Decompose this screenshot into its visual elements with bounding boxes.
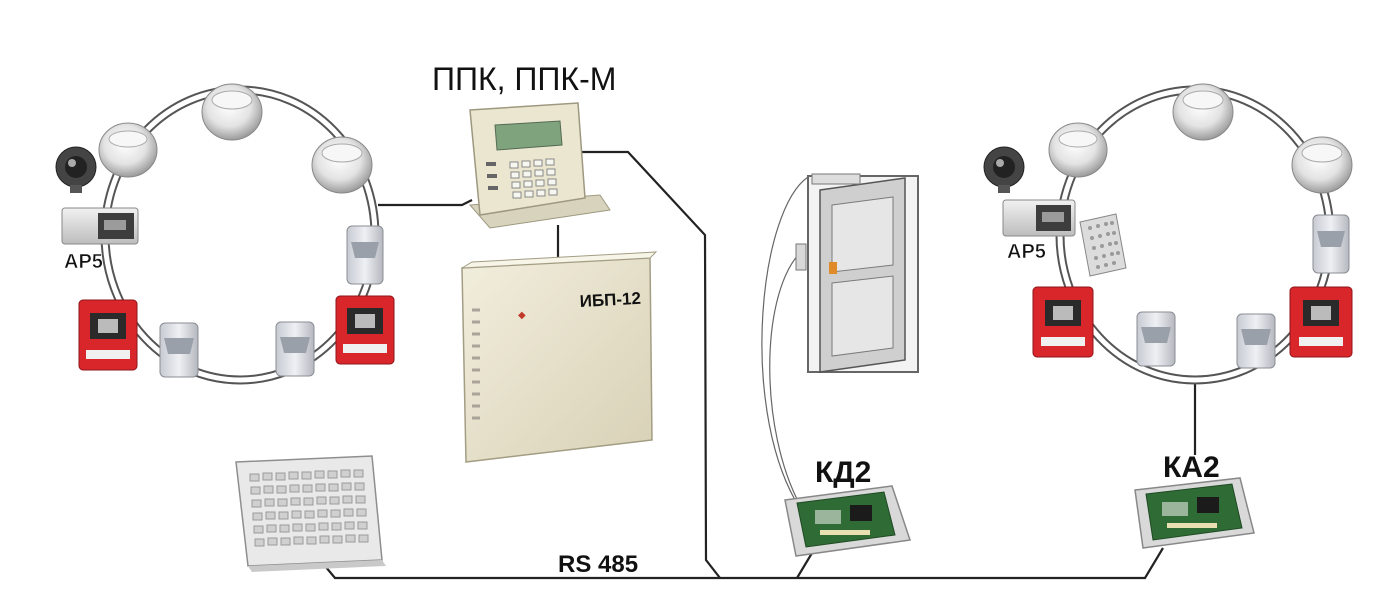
psu-label: ИБП-12 [579, 289, 641, 311]
manual-call-point-icon [335, 295, 395, 365]
power-supply-unit: ◆ ИБП-12 [461, 251, 658, 463]
manual-call-point-icon [1289, 286, 1353, 358]
kd2-label: КД2 [815, 456, 871, 489]
smoke-detector-icon [1172, 83, 1234, 141]
expander-box [61, 207, 139, 245]
motion-sensor-icon [1312, 214, 1350, 274]
expander-left-label: АР5 [64, 251, 103, 273]
control-panel: ППК, ППК-М [432, 61, 616, 229]
smoke-detector-icon [201, 83, 263, 141]
door-contact-wire [769, 254, 801, 506]
expander-box [1002, 199, 1076, 237]
motion-sensor-icon [1236, 313, 1276, 369]
vent-slots [472, 308, 480, 420]
door-reader-wire [761, 176, 809, 501]
indicator-board [235, 455, 386, 572]
manual-call-point-icon [78, 299, 138, 371]
ka2-label: КА2 [1163, 451, 1220, 484]
smoke-detector-icon [98, 122, 158, 178]
expander-right-label: АР5 [1007, 241, 1046, 263]
left-detector-loop: АР5 [55, 83, 395, 385]
indicator-grid [249, 469, 369, 547]
loop-panel-line [378, 199, 473, 207]
right-detector-loop: АР5 [983, 83, 1353, 385]
wiring [319, 150, 1197, 580]
manual-call-point-icon [1032, 286, 1094, 358]
rs485-bus-line [319, 547, 1164, 580]
motion-sensor-icon [159, 322, 199, 378]
panel-leds [486, 162, 498, 190]
motion-sensor-icon [1136, 311, 1176, 367]
kd2-bus-line [796, 552, 813, 579]
smoke-detector-icon [311, 136, 373, 194]
panel-bus-line [580, 150, 721, 579]
motion-sensor-icon [275, 321, 315, 377]
kd2-module: КД2 [784, 456, 911, 557]
panel-body [469, 102, 586, 216]
camera-icon [983, 146, 1025, 193]
ka2-module: КА2 [1134, 451, 1255, 549]
smoke-detector-icon [1048, 122, 1108, 178]
smoke-detector-icon [1291, 136, 1353, 194]
door-icon [795, 173, 919, 373]
motion-sensor-icon [346, 225, 384, 285]
bus-label: RS 485 [558, 551, 638, 578]
keypad-buttons [509, 158, 558, 199]
camera-icon [55, 146, 97, 193]
psu-brand: ◆ [518, 310, 526, 321]
panel-label: ППК, ППК-М [432, 61, 616, 97]
panel-lcd [494, 120, 563, 151]
keypad-icon [1079, 213, 1127, 277]
